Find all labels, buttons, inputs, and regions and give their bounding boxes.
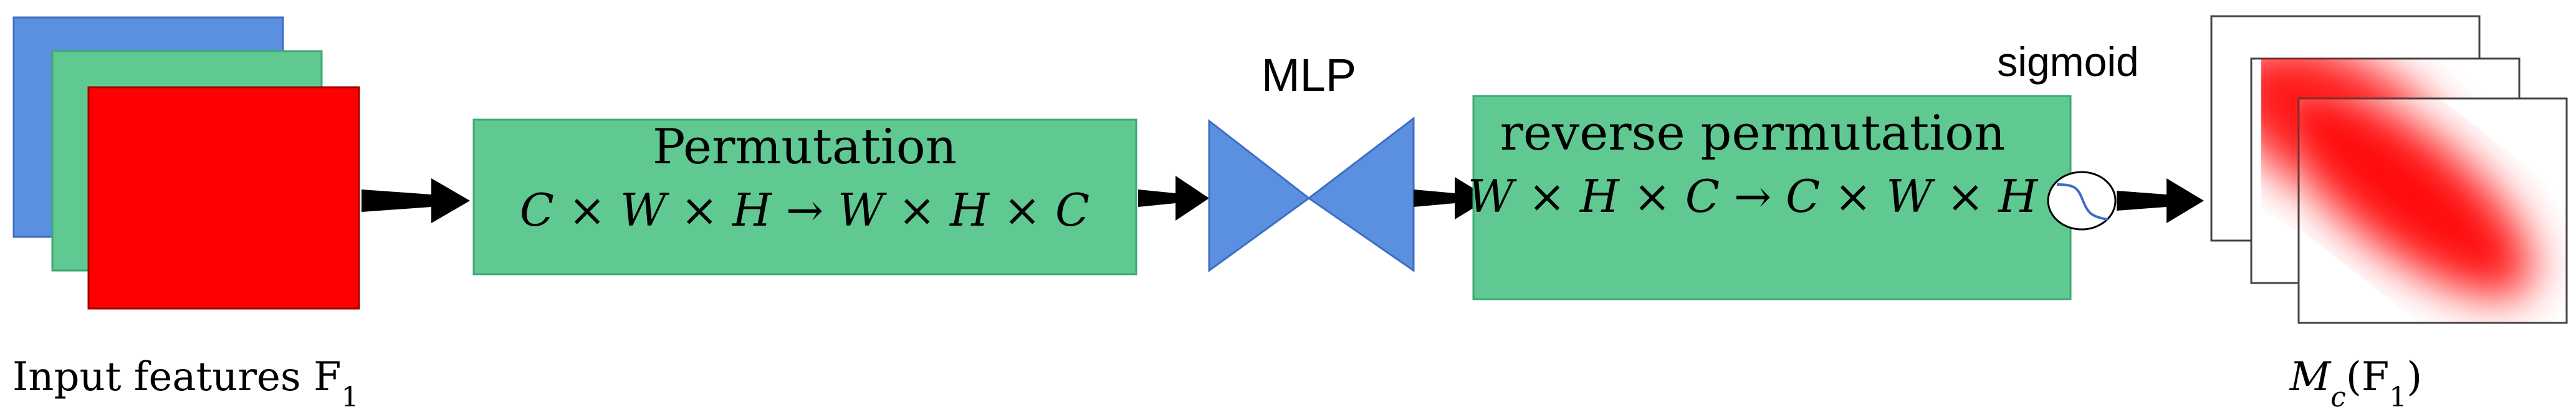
mlp-block: MLP: [1208, 49, 1415, 272]
reverse-permutation-block: reverse permutation W × H × C → C × W × …: [1468, 95, 2072, 300]
arrow-permutation-to-mlp: [1138, 176, 1209, 221]
reverse-permutation-title: reverse permutation: [1500, 105, 2006, 161]
permutation-title: Permutation: [653, 119, 957, 175]
arrow-input-to-permutation: [362, 178, 470, 223]
output-attention-stack: [2210, 15, 2568, 324]
mlp-right-triangle: [1307, 116, 1415, 272]
arrow-mlp-to-reverse: [1414, 177, 1490, 219]
reverse-permutation-formula: W × H × C → C × W × H: [1468, 170, 2038, 223]
sigmoid-label: sigmoid: [1997, 39, 2138, 85]
output-label: Mc(F1): [2289, 354, 2423, 413]
input-features-label: Input features F1: [12, 354, 358, 413]
input-feature-map-red: [87, 86, 360, 310]
permutation-block: Permutation C × W × H → W × H × C: [472, 118, 1137, 276]
arrow-sigmoid-to-output: [2117, 178, 2204, 223]
attention-heatmap: [2299, 98, 2533, 297]
mlp-left-triangle: [1208, 118, 1311, 272]
sigmoid-icon: [2047, 171, 2117, 231]
mlp-label: MLP: [1262, 49, 1356, 101]
input-feature-stack: [12, 16, 360, 310]
permutation-formula: C × W × H → W × H × C: [520, 184, 1089, 236]
permutation-box: [472, 118, 1137, 276]
